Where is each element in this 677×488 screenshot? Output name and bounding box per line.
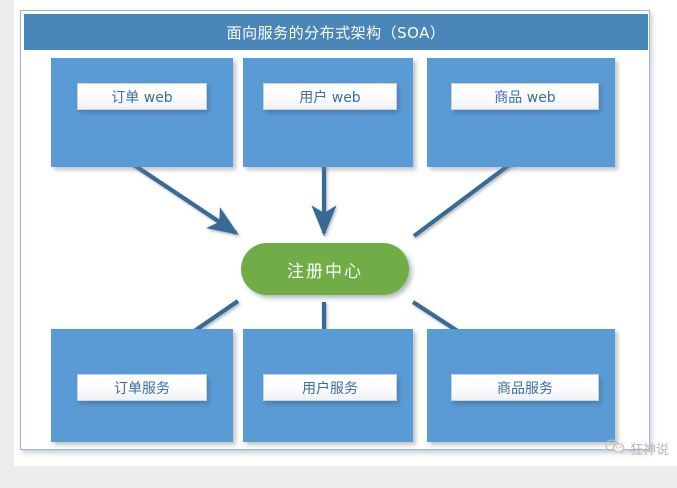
node-order-service[interactable]: 订单服务 (51, 329, 233, 442)
wechat-icon (605, 439, 625, 458)
diagram-canvas: 订单 web 用户 web 商品 web 注册中心 订单服务 用户服务 商品服务 (24, 52, 648, 446)
node-order-web-label: 订单 web (77, 83, 207, 110)
node-registry-center-label: 注册中心 (287, 261, 363, 282)
node-product-web[interactable]: 商品 web (427, 58, 615, 167)
node-product-web-label: 商品 web (451, 83, 599, 110)
diagram-card: 面向服务的分布式架构（SOA） (20, 10, 650, 450)
page-sheet: 面向服务的分布式架构（SOA） (14, 0, 677, 466)
page-title: 面向服务的分布式架构（SOA） (24, 14, 648, 50)
edge-productweb-registry (412, 160, 515, 238)
node-user-web[interactable]: 用户 web (243, 58, 413, 167)
watermark: 狂神说 (605, 439, 669, 458)
node-product-service[interactable]: 商品服务 (427, 329, 615, 442)
node-user-service[interactable]: 用户服务 (243, 329, 413, 442)
watermark-text: 狂神说 (629, 443, 669, 458)
node-user-web-label: 用户 web (263, 83, 397, 110)
node-user-service-label: 用户服务 (263, 374, 397, 401)
node-order-service-label: 订单服务 (77, 374, 207, 401)
node-order-web[interactable]: 订单 web (51, 58, 233, 167)
node-registry-center[interactable]: 注册中心 (241, 243, 409, 295)
node-product-service-label: 商品服务 (451, 374, 599, 401)
edge-orderweb-registry (126, 159, 239, 235)
